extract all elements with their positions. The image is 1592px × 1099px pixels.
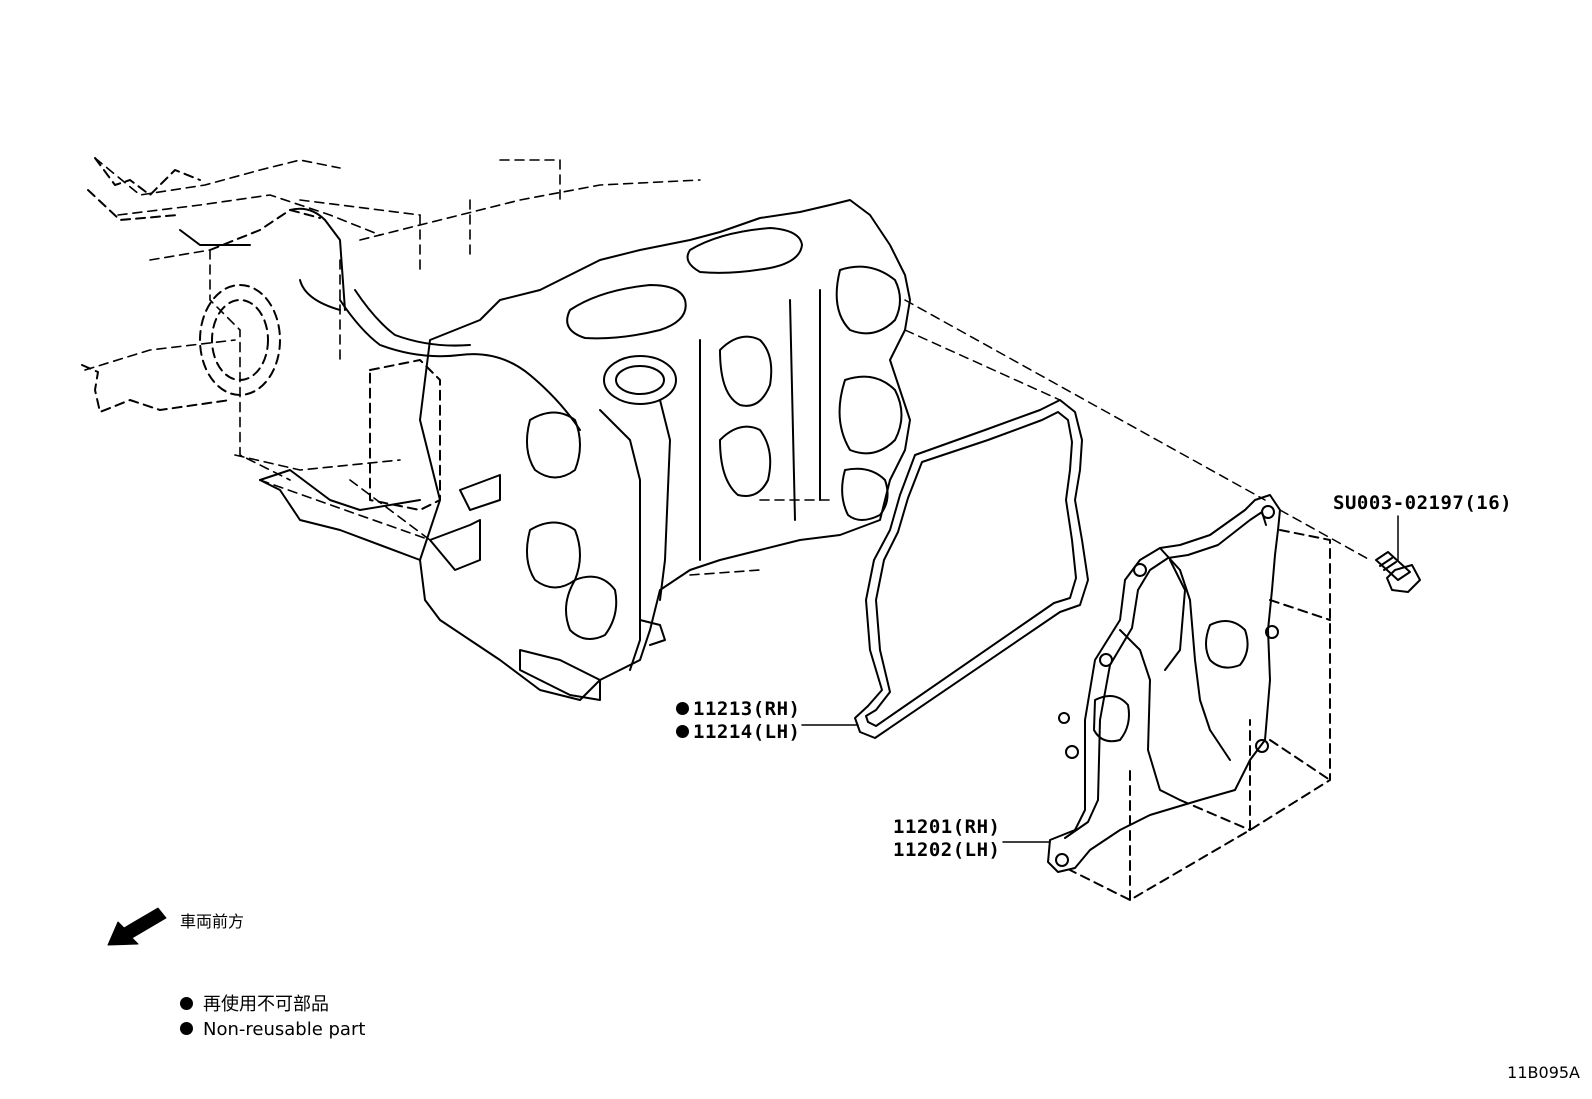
diagram-code: 11B095A: [1507, 1063, 1580, 1082]
bolt-drawing: [1375, 551, 1421, 593]
cover-callout: 11201(RH) 11202(LH): [893, 816, 1000, 862]
non-reusable-dot-icon: [676, 702, 689, 715]
engine-block-phantom: [84, 157, 831, 576]
cover-lh-label: 11202(LH): [893, 839, 1001, 861]
legend-row-jp: 再使用不可部品: [180, 992, 365, 1017]
non-reusable-dot-icon: [676, 725, 689, 738]
legend-row-en: Non-reusable part: [180, 1017, 365, 1042]
legend: 再使用不可部品 Non-reusable part: [180, 992, 365, 1042]
legend-jp-text: 再使用不可部品: [203, 994, 329, 1015]
vehicle-front-label: 車両前方: [180, 912, 245, 931]
bolt-label: SU003-02197(16): [1333, 492, 1513, 514]
bolt-callout: SU003-02197(16): [1333, 492, 1512, 515]
non-reusable-dot-icon: [180, 1022, 193, 1035]
gasket-outline: [854, 399, 1089, 739]
gasket-rh-line: 11213(RH): [676, 698, 800, 721]
gasket-lh-line: 11214(LH): [676, 721, 800, 744]
engine-left-side: [81, 157, 346, 413]
gasket-callout: 11213(RH) 11214(LH): [676, 698, 800, 744]
assembly-lines: [904, 299, 1371, 561]
valve-cover: [1047, 494, 1331, 901]
cover-rh-label: 11201(RH): [893, 816, 1001, 838]
gasket-lh-label: 11214(LH): [693, 721, 801, 743]
non-reusable-dot-icon: [180, 997, 193, 1010]
leader-lines: [801, 515, 1399, 843]
legend-en-text: Non-reusable part: [203, 1019, 366, 1040]
vehicle-front-arrow: [107, 907, 167, 946]
cylinder-head: [259, 199, 911, 701]
gasket-rh-label: 11213(RH): [693, 698, 801, 720]
